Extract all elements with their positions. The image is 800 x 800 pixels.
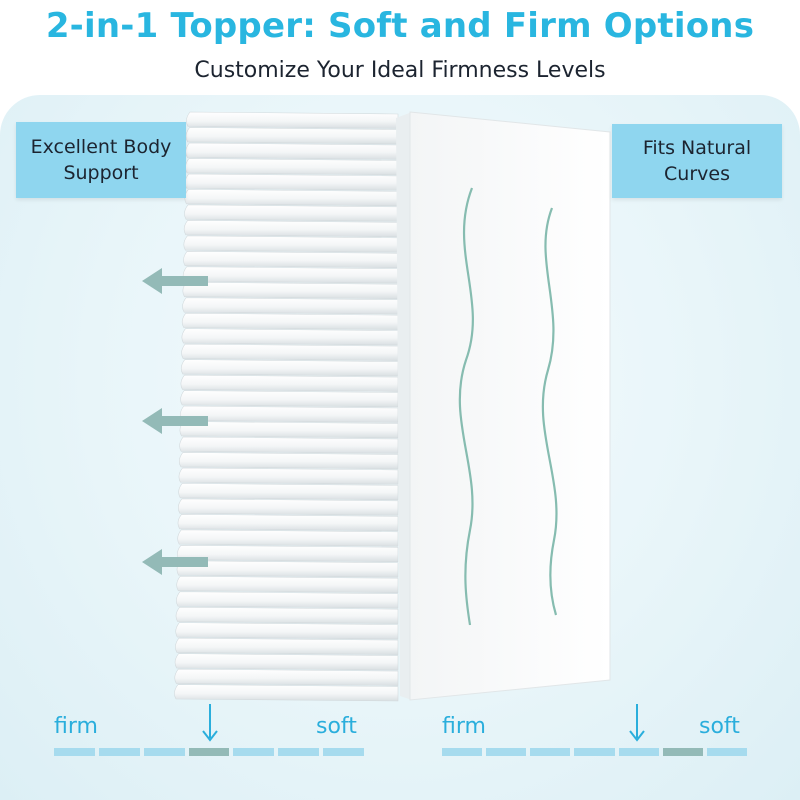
left-arrow-icon [142, 268, 208, 294]
ribbed-foam-side [174, 111, 399, 702]
foam-rib [176, 560, 399, 578]
scale-segment-active [662, 748, 703, 756]
foam-rib [182, 281, 399, 299]
foam-rib [181, 343, 399, 361]
foam-rib [183, 250, 399, 269]
callout-natural-curves-text: Fits Natural Curves [642, 137, 752, 185]
foam-rib [180, 374, 399, 392]
left-arrow-icon [142, 408, 208, 434]
foam-rib [184, 189, 399, 207]
foam-rib [174, 668, 399, 686]
foam-rib [186, 111, 399, 129]
scale-segment [530, 748, 571, 756]
foam-rib [182, 297, 399, 315]
foam-rib [185, 158, 399, 176]
foam-rib [184, 173, 399, 191]
foam-rib [178, 452, 399, 470]
foam-rib [177, 514, 399, 532]
scale-segment [486, 748, 527, 756]
scale-segment [98, 748, 140, 756]
foam-rib [182, 266, 399, 284]
foam-rib [178, 483, 399, 501]
page-title: 2-in-1 Topper: Soft and Firm Options [45, 6, 755, 46]
scale-segment [278, 748, 320, 756]
scale-segment [574, 748, 615, 756]
scale-segment [233, 748, 275, 756]
curve-line-1 [458, 187, 474, 626]
down-arrow-icon [629, 704, 645, 742]
smooth-foam-side [409, 111, 611, 701]
foam-rib [181, 328, 399, 346]
scale-1-soft-label: soft [316, 714, 357, 739]
scale-segment [323, 748, 364, 756]
foam-rib [175, 606, 399, 624]
foam-rib [174, 684, 399, 702]
foam-rib [177, 544, 399, 563]
foam-rib [183, 235, 399, 253]
scale-segment-active [188, 748, 230, 756]
foam-rib [180, 390, 399, 408]
foam-rib [175, 622, 399, 640]
foam-rib [185, 142, 399, 160]
firmness-scale-1 [54, 748, 364, 756]
scale-2-soft-label: soft [699, 714, 740, 739]
foam-rib [185, 127, 399, 145]
foam-rib [174, 653, 399, 671]
left-arrow-icon [142, 549, 208, 575]
callout-body-support: Excellent Body Support [16, 122, 186, 198]
scale-2-firm-label: firm [442, 714, 486, 739]
scale-segment [54, 748, 95, 756]
foam-rib [177, 498, 399, 516]
foam-rib [175, 637, 399, 655]
foam-rib [176, 591, 399, 609]
foam-rib [179, 421, 399, 439]
foam-rib [181, 312, 399, 330]
foam-rib [179, 436, 399, 454]
foam-rib [176, 575, 399, 593]
foam-rib [184, 204, 399, 222]
foam-edge [396, 112, 412, 700]
scale-1-firm-label: firm [54, 714, 98, 739]
callout-natural-curves: Fits Natural Curves [612, 124, 782, 198]
foam-rib [178, 467, 399, 485]
foam-rib [179, 405, 399, 423]
page-subtitle: Customize Your Ideal Firmness Levels [194, 58, 606, 83]
scale-segment [143, 748, 185, 756]
foam-rib [180, 359, 399, 377]
down-arrow-icon [202, 704, 218, 742]
foam-rib [183, 220, 399, 238]
foam-rib [177, 529, 399, 547]
curve-line-2 [541, 207, 558, 616]
firmness-scale-2 [442, 748, 747, 756]
scale-segment [442, 748, 483, 756]
scale-segment [618, 748, 659, 756]
scale-segment [706, 748, 747, 756]
callout-body-support-text: Excellent Body Support [30, 136, 172, 184]
